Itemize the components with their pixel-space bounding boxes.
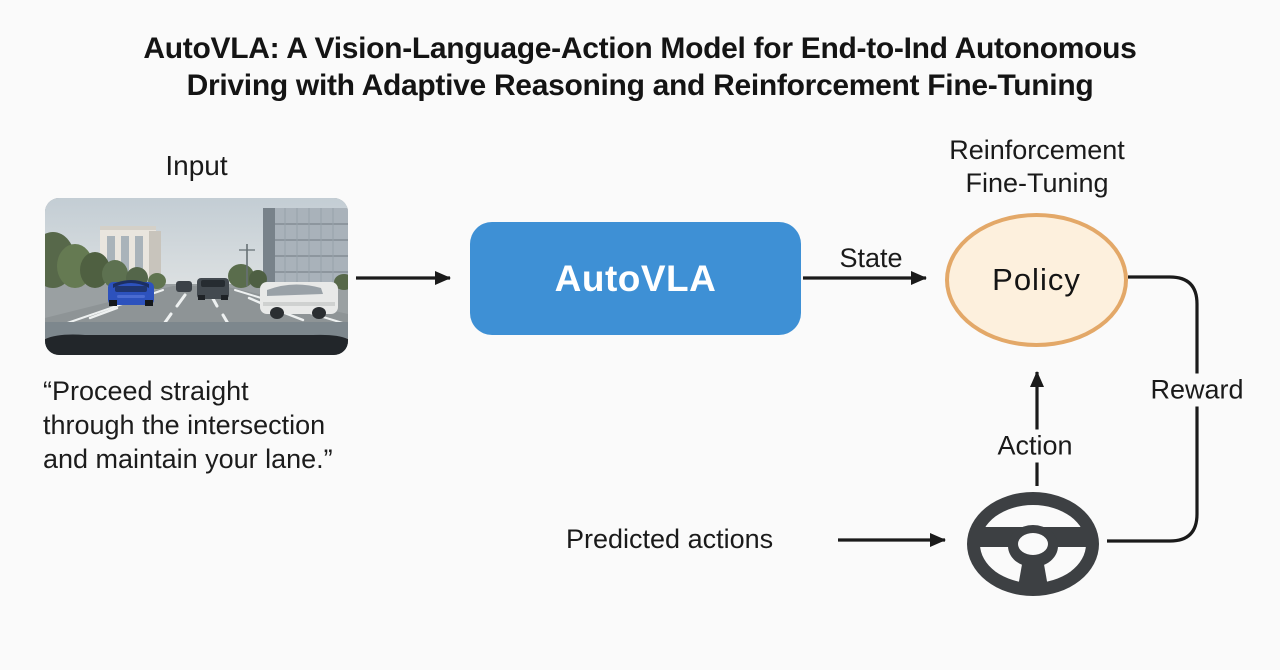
reward-edge-label: Reward	[1144, 373, 1250, 407]
front-camera-driving-scene	[45, 198, 348, 355]
policy-node: Policy	[945, 213, 1128, 347]
driving-scene-image	[45, 198, 348, 355]
line-reward-policy-to-wheel	[1107, 275, 1199, 543]
autovla-model-box: AutoVLA	[470, 222, 801, 335]
reinforcement-fine-tuning-label: Reinforcement Fine-Tuning	[925, 134, 1149, 200]
autovla-model-label: AutoVLA	[554, 257, 717, 299]
action-edge-label: Action	[992, 429, 1078, 463]
predicted-actions-label: Predicted actions	[566, 524, 774, 554]
diagram-title: AutoVLA: A Vision-Language-Action Model …	[0, 30, 1280, 104]
diagram-title-line2: Driving with Adaptive Reasoning and Rein…	[186, 69, 1094, 102]
state-edge-label: State	[839, 243, 903, 273]
input-label: Input	[165, 150, 228, 181]
instruction-line1: “Proceed straight	[43, 376, 249, 406]
instruction-line3: and maintain your lane.”	[43, 444, 333, 474]
rft-label-line1: Reinforcement	[949, 135, 1125, 165]
steering-wheel-icon	[967, 492, 1099, 596]
policy-label: Policy	[992, 262, 1081, 297]
instruction-text: “Proceed straight through the intersecti…	[43, 374, 333, 476]
diagram-title-line1: AutoVLA: A Vision-Language-Action Model …	[143, 32, 1137, 65]
instruction-line2: through the intersection	[43, 410, 326, 440]
rft-label-line2: Fine-Tuning	[965, 168, 1109, 198]
